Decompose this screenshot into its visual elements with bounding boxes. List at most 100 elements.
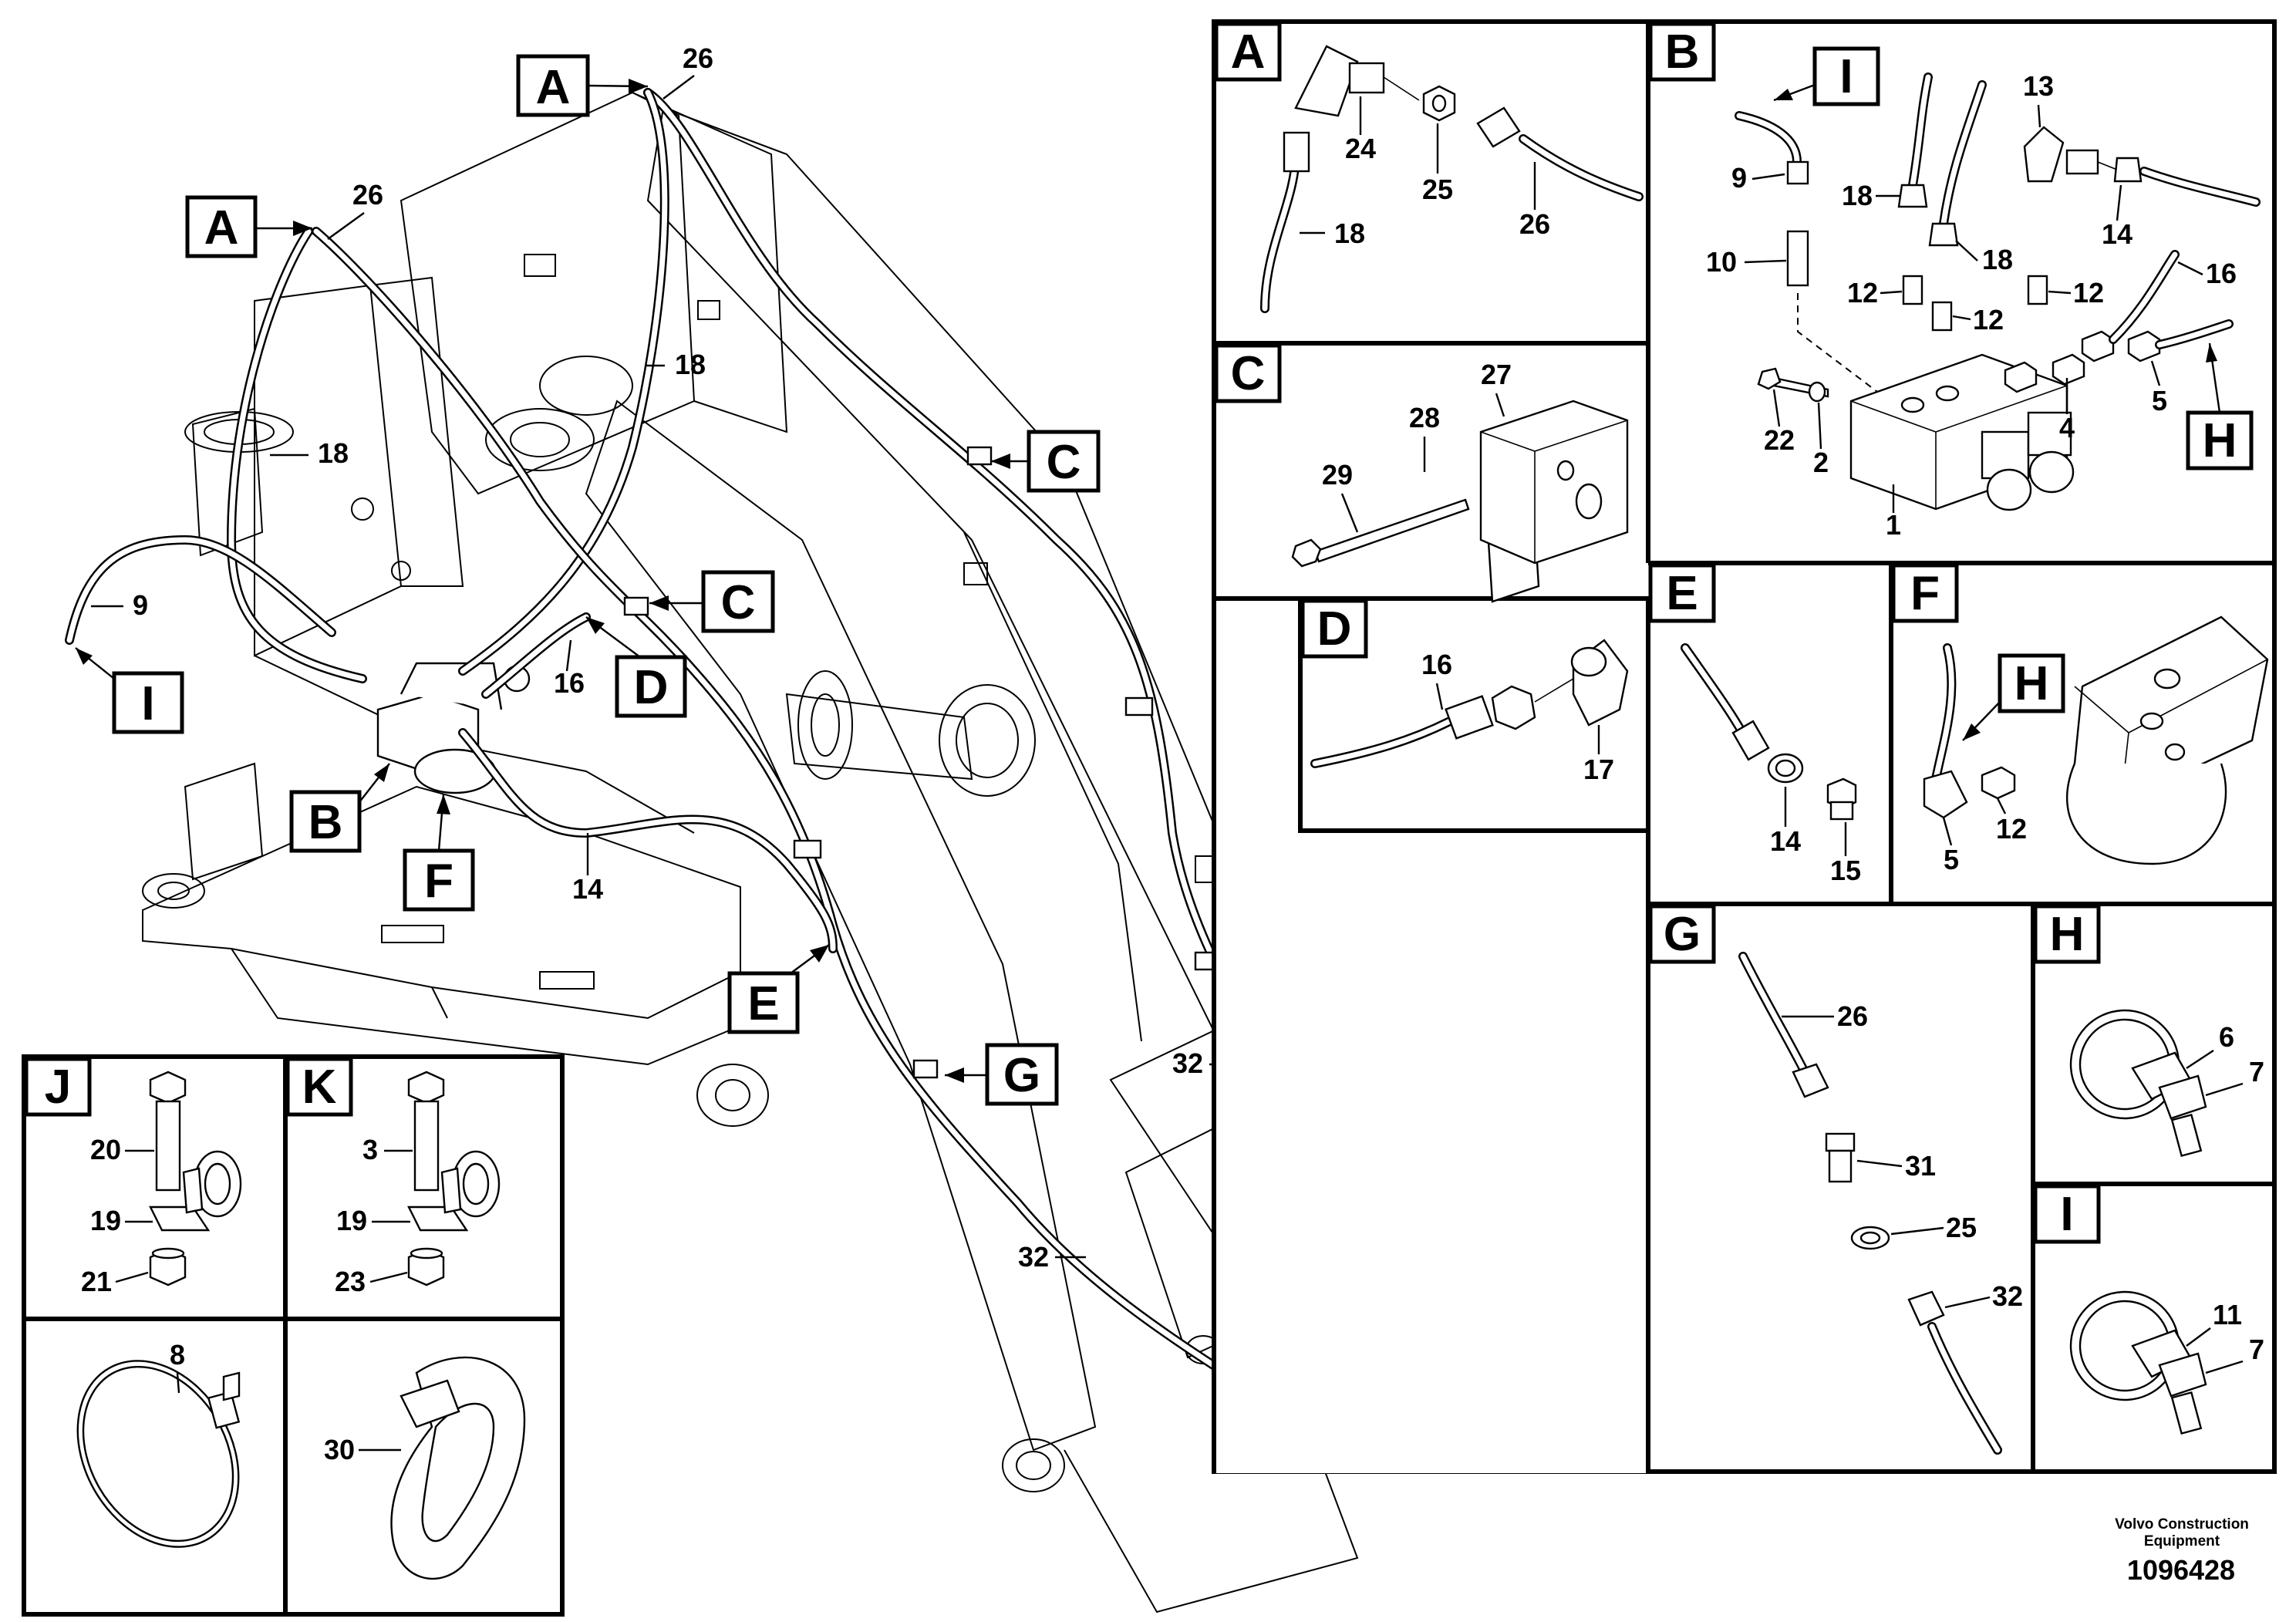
callout-box-B-main — [289, 790, 362, 853]
callout-box-D-main — [615, 655, 687, 718]
panel-strap: 30 — [324, 1356, 526, 1580]
panel-strap-30: 30 — [324, 1434, 355, 1465]
callout-label-C-lower: C — [721, 576, 756, 629]
panel-E-14: 14 — [1770, 825, 1801, 857]
callout-box-A-top — [516, 54, 590, 117]
panel-K-3: 3 — [362, 1134, 378, 1165]
detail-grid-right — [1212, 19, 2277, 1474]
footer: Volvo Construction Equipment 1096428 — [2115, 1516, 2249, 1586]
panel-J-21: 21 — [81, 1266, 112, 1297]
callout-32-lower: 32 — [1018, 1241, 1049, 1273]
panel-B-5: 5 — [2152, 385, 2167, 416]
callout-box-I-main — [112, 671, 184, 734]
panel-tag-J — [24, 1057, 92, 1117]
panel-B-1: 1 — [1886, 509, 1901, 541]
panel-B-4: 4 — [2059, 412, 2075, 443]
panel-tag-B-text: B — [1665, 25, 1700, 79]
panel-tag-I — [2033, 1184, 2101, 1244]
panel-B-2: 2 — [1813, 447, 1829, 478]
footer-credit-line1: Volvo Construction — [2115, 1516, 2249, 1533]
callout-label-A-top: A — [536, 61, 571, 114]
panel-tag-D-text: D — [1317, 602, 1352, 656]
panel-B-10: 10 — [1706, 246, 1737, 278]
callout-label-B-main: B — [308, 796, 343, 849]
panel-tag-F — [1891, 563, 1959, 623]
panel-cable-tie-8: 8 — [170, 1339, 185, 1371]
panel-tag-J-text: J — [45, 1061, 71, 1114]
panel-tag-F-text: F — [1910, 567, 1940, 620]
panel-G-31: 31 — [1905, 1150, 1936, 1182]
panel-B-tag-H-text: H — [2203, 414, 2237, 467]
rear-frame — [142, 276, 741, 1066]
panel-C-29: 29 — [1322, 459, 1353, 491]
panel-tag-H — [2033, 904, 2101, 964]
panel-F-5: 5 — [1944, 844, 1959, 875]
panel-B-tag-H — [2186, 410, 2254, 470]
panel-tag-K — [285, 1057, 353, 1117]
panel-B-tag-I-text: I — [1839, 50, 1853, 103]
panel-B-18b: 18 — [1982, 244, 2013, 275]
panel-B-18a: 18 — [1842, 180, 1873, 211]
panel-F: F H 5 12 — [1891, 563, 2269, 875]
callout-32-upper: 32 — [1172, 1047, 1203, 1079]
callout-box-A-left — [185, 195, 258, 258]
panel-tag-H-text: H — [2050, 908, 2085, 961]
panel-B-12c: 12 — [2073, 277, 2104, 309]
panel-A: A 24 25 26 18 — [1214, 22, 1644, 313]
panel-B: B I — [1648, 22, 2261, 541]
panel-C: C 29 28 27 — [1214, 343, 1629, 603]
panel-B-13: 13 — [2023, 70, 2054, 102]
panel-C-28: 28 — [1409, 402, 1440, 433]
panel-tag-C — [1214, 343, 1282, 403]
panel-I-11: 11 — [2213, 1299, 2242, 1330]
panel-tag-A — [1214, 22, 1282, 82]
panel-B-12b: 12 — [1973, 304, 2004, 336]
main-callouts: A 26 A 26 18 18 9 I C C 16 D — [75, 42, 1329, 1273]
panel-J: J 20 19 21 — [24, 1057, 242, 1297]
panel-tag-C-text: C — [1231, 347, 1266, 400]
panel-A-18: 18 — [1334, 218, 1365, 249]
valve-block-main — [376, 662, 531, 794]
panel-G-32: 32 — [1992, 1280, 2023, 1312]
panel-G: G 26 31 25 32 — [1648, 904, 2023, 1455]
panel-A-25: 25 — [1422, 174, 1453, 205]
panel-G-25: 25 — [1946, 1212, 1977, 1243]
panel-B-22: 22 — [1764, 424, 1795, 456]
callout-box-C-lower — [701, 570, 775, 633]
panel-A-24: 24 — [1345, 133, 1376, 164]
panel-B-12a: 12 — [1847, 277, 1878, 309]
panel-K: K 3 19 23 — [285, 1057, 501, 1297]
panel-H: H 6 7 — [2033, 904, 2264, 1158]
panel-C-27: 27 — [1481, 359, 1512, 390]
panel-I: I 11 7 — [2033, 1184, 2264, 1435]
panel-F-12: 12 — [1996, 813, 2027, 845]
panel-tag-A-text: A — [1231, 25, 1266, 79]
panel-J-20: 20 — [90, 1134, 121, 1165]
panel-E-15: 15 — [1830, 855, 1861, 886]
callout-label-C-upper: C — [1047, 436, 1081, 489]
panel-tag-I-text: I — [2060, 1188, 2073, 1241]
panel-H-6: 6 — [2219, 1021, 2234, 1053]
callout-label-D-main: D — [634, 661, 669, 714]
callout-label-E-main: E — [747, 977, 779, 1030]
panel-B-16: 16 — [2206, 258, 2237, 289]
panel-G-26: 26 — [1837, 1000, 1868, 1032]
panel-tag-K-text: K — [302, 1061, 337, 1114]
callout-label-A-left: A — [204, 201, 239, 255]
hoses — [65, 88, 1347, 1408]
callout-label-G-lower: G — [1003, 1049, 1040, 1102]
panel-tag-G-text: G — [1664, 908, 1701, 961]
callout-18-right: 18 — [675, 349, 706, 380]
callout-14: 14 — [572, 873, 603, 905]
panel-H-7: 7 — [2249, 1056, 2264, 1088]
panel-tag-E — [1648, 563, 1716, 623]
panel-B-tag-I — [1812, 46, 1880, 106]
panel-J-19: 19 — [90, 1205, 121, 1236]
panel-F-tag-H-text: H — [2014, 657, 2049, 710]
panel-B-9: 9 — [1731, 162, 1747, 194]
panel-D-16: 16 — [1421, 649, 1452, 680]
panel-K-19: 19 — [336, 1205, 367, 1236]
panel-I-7: 7 — [2249, 1334, 2264, 1365]
detail-grid-left — [22, 1054, 565, 1617]
